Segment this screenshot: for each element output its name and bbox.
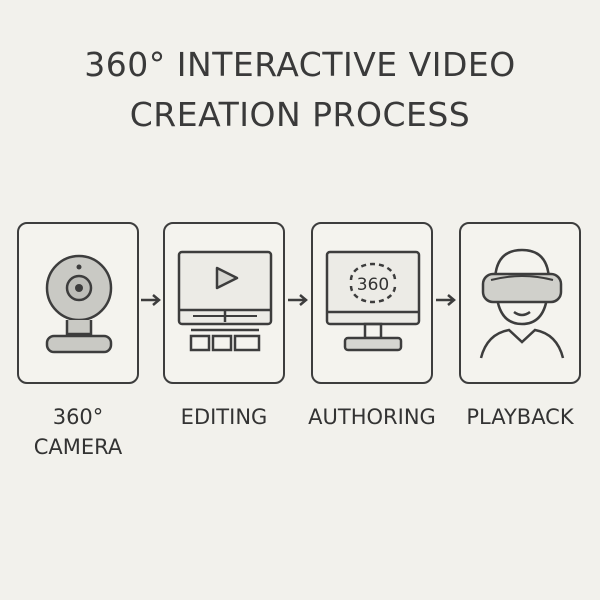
step-label-camera: 360° CAMERA xyxy=(33,405,123,459)
monitor-play-keyboard-icon xyxy=(177,250,273,352)
arrow-right-icon xyxy=(288,294,308,306)
arrow-right-icon xyxy=(141,294,161,306)
step-label-playback: PLAYBACK xyxy=(466,405,574,429)
step-playback-box xyxy=(459,222,581,384)
step-editing-box xyxy=(163,222,285,384)
title-line-2: CREATION PROCESS xyxy=(129,95,471,134)
step-camera-box xyxy=(17,222,139,384)
monitor-360-icon: 360 xyxy=(325,250,421,352)
vr-headset-person-icon xyxy=(479,248,565,359)
diagram-title: 360° INTERACTIVE VIDEO CREATION PROCESS xyxy=(0,40,600,140)
badge-360-text: 360 xyxy=(357,275,389,295)
step-label-editing: EDITING xyxy=(180,405,268,429)
title-line-1: 360° INTERACTIVE VIDEO xyxy=(84,45,516,84)
step-authoring-box: 360 xyxy=(311,222,433,384)
arrow-right-icon xyxy=(436,294,456,306)
webcam-icon xyxy=(45,254,113,354)
step-label-authoring: AUTHORING xyxy=(308,405,436,429)
